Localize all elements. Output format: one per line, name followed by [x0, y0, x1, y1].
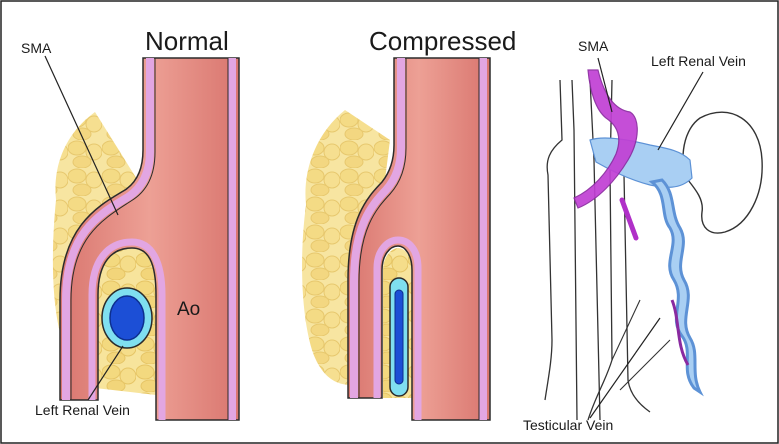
normal-title: Normal: [145, 28, 229, 54]
testicular-vein-label: Testicular Vein: [523, 418, 613, 432]
ao-label: Ao: [177, 300, 200, 319]
left-renal-vein-label-bottom: Left Renal Vein: [35, 403, 130, 417]
left-renal-vein-label-right: Left Renal Vein: [651, 54, 746, 68]
sma-label-left: SMA: [21, 41, 51, 55]
compressed-title: Compressed: [369, 28, 516, 54]
compressed-renal-vein-inner: [395, 290, 403, 384]
sma-label-right: SMA: [578, 39, 608, 53]
normal-renal-vein-inner: [110, 296, 144, 340]
